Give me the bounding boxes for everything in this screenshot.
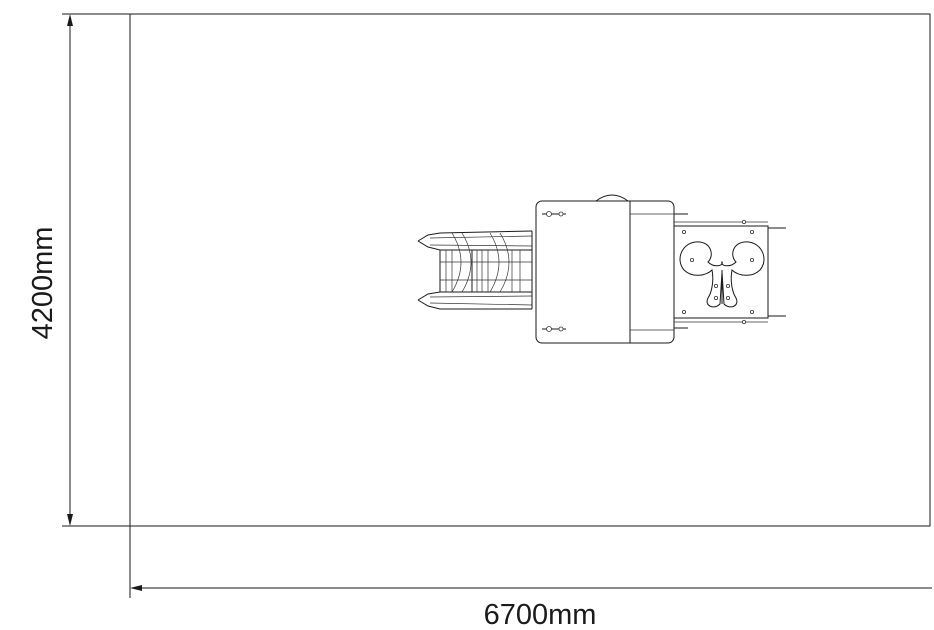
width-dimension-label: 6700mm [484,599,597,630]
climbing-panel [673,219,786,324]
playground-equipment-top-view-icon [417,194,786,344]
slide-section [417,230,533,310]
main-deck [535,194,688,344]
play-area-boundary [129,13,931,527]
width-dimension: 6700mm [130,585,932,630]
height-dimension-label: 4200mm [27,227,59,340]
height-dimension: 4200mm [27,14,73,526]
